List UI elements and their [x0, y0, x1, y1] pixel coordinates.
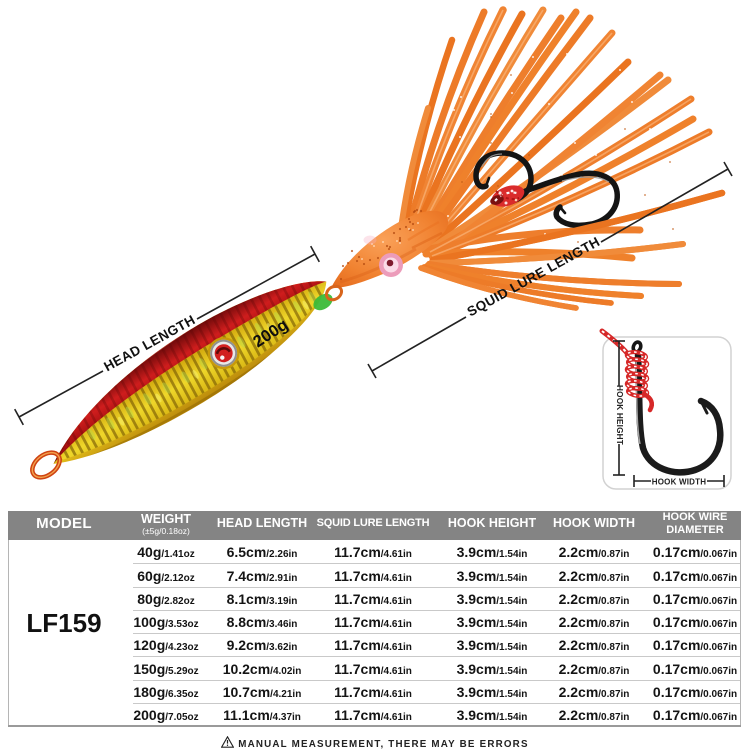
svg-text:HOOK WIDTH: HOOK WIDTH: [652, 478, 706, 487]
svg-text:HOOK HEIGHT: HOOK HEIGHT: [615, 385, 624, 445]
